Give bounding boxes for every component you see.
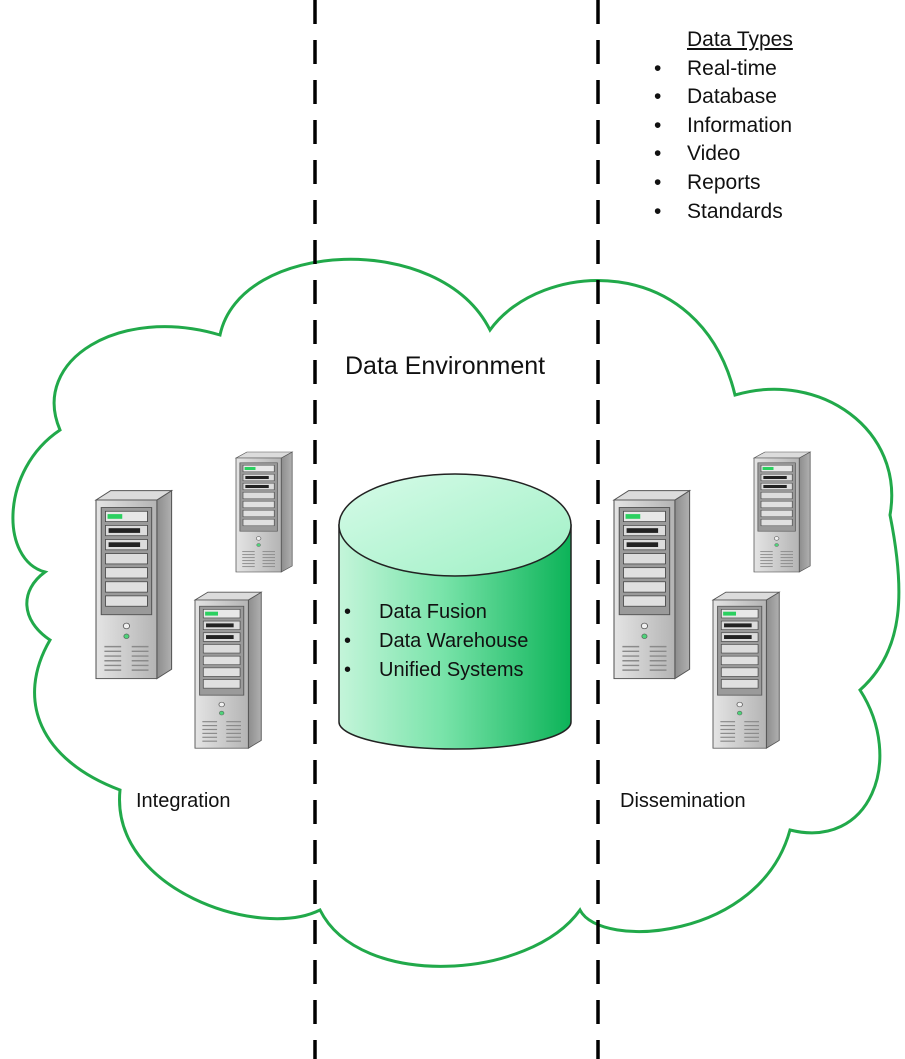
- server-icon: [613, 489, 691, 680]
- list-item: Video: [650, 140, 793, 169]
- list-item: Reports: [650, 169, 793, 198]
- server-icon: [712, 591, 780, 749]
- dissemination-label: Dissemination: [620, 790, 746, 812]
- list-item: Data Warehouse: [342, 627, 528, 656]
- list-item: Real-time: [650, 55, 793, 84]
- integration-label: Integration: [136, 790, 231, 812]
- list-item: Unified Systems: [342, 656, 528, 685]
- list-item: Standards: [650, 198, 793, 227]
- cloud-outline: [11, 257, 901, 968]
- data-types-heading: Data Types: [687, 28, 793, 51]
- database-items: Data Fusion Data Warehouse Unified Syste…: [342, 598, 528, 685]
- server-icon: [235, 451, 293, 573]
- database-list: Data Fusion Data Warehouse Unified Syste…: [342, 598, 528, 685]
- server-icon: [194, 591, 262, 749]
- server-icon: [95, 489, 173, 680]
- integration-servers: [95, 451, 293, 749]
- environment-title: Data Environment: [345, 352, 546, 380]
- server-icon: [753, 451, 811, 573]
- list-item: Data Fusion: [342, 598, 528, 627]
- data-types-legend: Data Types Real-time Database Informatio…: [650, 26, 793, 226]
- list-item: Information: [650, 112, 793, 141]
- data-types-list: Real-time Database Information Video Rep…: [650, 55, 793, 227]
- list-item: Database: [650, 83, 793, 112]
- dissemination-servers: [613, 451, 811, 749]
